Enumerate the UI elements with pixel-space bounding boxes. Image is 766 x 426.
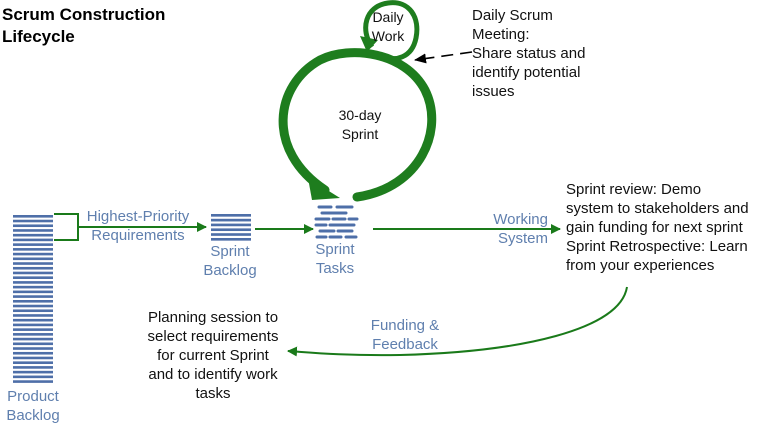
backlog-item xyxy=(13,342,53,346)
annotation-line: identify potential xyxy=(472,64,581,81)
backlog-item xyxy=(13,266,53,270)
label-line: Tasks xyxy=(315,260,355,277)
daily-scrum-annotation: Daily Scrum Meeting: Share status and id… xyxy=(472,6,602,101)
annotation-line: tasks xyxy=(195,385,231,402)
backlog-item xyxy=(13,333,53,336)
sprint-loop-arrowhead xyxy=(308,178,340,200)
backlog-item xyxy=(13,323,53,327)
label-line: Working xyxy=(493,211,548,228)
backlog-item xyxy=(13,304,53,308)
annotation-line: for current Sprint xyxy=(157,347,269,364)
title-line: Lifecycle xyxy=(2,27,75,46)
backlog-item xyxy=(211,228,251,232)
label-line: Product xyxy=(7,388,59,405)
backlog-item xyxy=(13,337,53,341)
label-line: Work xyxy=(371,28,405,44)
requirements-arrow xyxy=(54,213,206,241)
annotation-line: from your experiences xyxy=(566,257,715,274)
planning-annotation: Planning session to select requirements … xyxy=(138,308,288,403)
backlog-item xyxy=(13,257,53,261)
product-backlog-label: Product Backlog xyxy=(0,387,66,425)
backlog-item xyxy=(13,356,53,360)
label-line: Daily xyxy=(372,9,404,25)
backlog-item xyxy=(13,243,53,246)
annotation-line: select requirements xyxy=(147,328,279,345)
annotation-line: and to identify work xyxy=(148,366,278,383)
annotation-line: Share status and xyxy=(472,45,586,62)
backlog-item xyxy=(13,219,53,223)
label-line: Feedback xyxy=(372,336,438,353)
backlog-item xyxy=(13,233,53,237)
backlog-item xyxy=(13,224,53,228)
daily-scrum-pointer xyxy=(414,51,473,64)
backlog-item xyxy=(211,214,251,217)
backlog-item xyxy=(13,328,53,331)
label-line: Funding & xyxy=(370,317,440,334)
annotation-line: Sprint review: Demo xyxy=(566,181,702,198)
backlog-item xyxy=(13,262,53,265)
daily-work-loop-arrowhead xyxy=(360,36,378,52)
daily-work-label: Daily Work xyxy=(365,8,411,46)
funding-feedback-arrow xyxy=(287,286,628,357)
funding-feedback-label: Funding & Feedback xyxy=(360,316,450,354)
backlog-item xyxy=(13,248,53,251)
backlog-item xyxy=(211,218,251,222)
sprint-loop-arrow xyxy=(278,48,437,202)
backlog-item xyxy=(13,271,53,275)
label-line: System xyxy=(497,230,548,247)
backlog-item xyxy=(13,290,53,294)
product-backlog-stack xyxy=(13,215,53,383)
backlog-item xyxy=(13,361,53,364)
label-line: Backlog xyxy=(203,262,257,279)
backlog-item xyxy=(211,233,251,236)
label-line: Backlog xyxy=(6,407,60,424)
sprint-tasks-label: Sprint Tasks xyxy=(305,240,365,278)
backlog-item xyxy=(13,252,53,256)
label-line: Sprint xyxy=(341,126,379,142)
review-annotation: Sprint review: Demo system to stakeholde… xyxy=(566,180,766,275)
backlog-item xyxy=(13,309,53,313)
requirements-label: Highest-Priority Requirements xyxy=(78,207,198,245)
backlog-item xyxy=(13,215,53,218)
annotation-line: Meeting: xyxy=(472,26,530,43)
backlog-item xyxy=(13,351,53,355)
backlog-item xyxy=(13,276,53,279)
annotation-line: Planning session to xyxy=(147,309,279,326)
annotation-line: system to stakeholders and xyxy=(566,200,749,217)
backlog-item xyxy=(13,300,53,303)
backlog-item xyxy=(211,223,251,227)
annotation-line: Daily Scrum xyxy=(472,7,553,24)
annotation-line: issues xyxy=(472,83,515,100)
annotation-line: gain funding for next sprint xyxy=(566,219,743,236)
working-system-label: Working System xyxy=(470,210,548,248)
sprint-loop-label: 30-day Sprint xyxy=(320,106,400,144)
sprint-tasks-icon xyxy=(314,205,359,239)
sprint-backlog-label: Sprint Backlog xyxy=(198,242,262,280)
backlog-item xyxy=(13,229,53,232)
sprint-backlog-stack xyxy=(211,214,251,241)
backlog-item xyxy=(13,366,53,369)
title-line: Scrum Construction xyxy=(2,5,166,24)
backlog-item xyxy=(13,238,53,242)
label-line: Sprint xyxy=(315,241,355,258)
backlog-item xyxy=(13,318,53,322)
backlog-item xyxy=(211,238,251,241)
label-line: Requirements xyxy=(91,227,185,244)
backlog-item xyxy=(13,314,53,317)
daily-work-loop-arrow xyxy=(363,0,420,62)
label-line: Highest-Priority xyxy=(86,208,190,225)
backlog-item xyxy=(13,370,53,374)
backlog-item xyxy=(13,347,53,350)
annotation-line: Sprint Retrospective: Learn xyxy=(566,238,748,255)
page-title: Scrum Construction Lifecycle xyxy=(2,4,165,48)
backlog-item xyxy=(13,295,53,298)
label-line: Sprint xyxy=(210,243,250,260)
label-line: 30-day xyxy=(338,107,382,123)
backlog-item xyxy=(13,375,53,379)
backlog-item xyxy=(13,380,53,383)
backlog-item xyxy=(13,281,53,284)
backlog-item xyxy=(13,285,53,289)
